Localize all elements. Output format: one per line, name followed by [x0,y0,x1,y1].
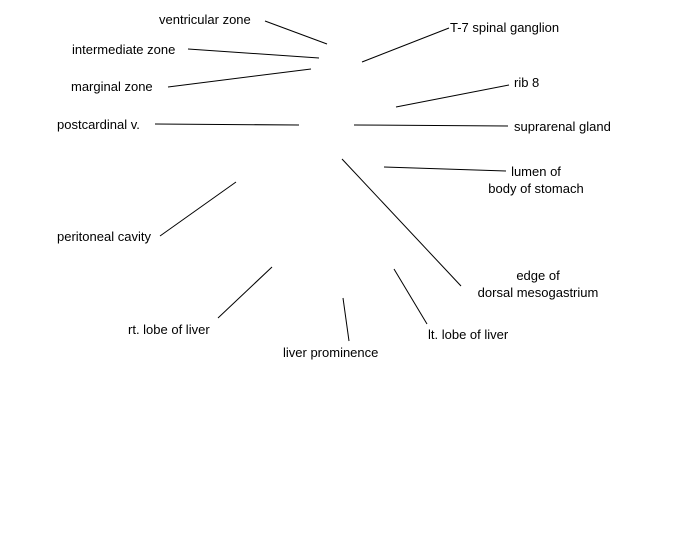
leader-lumen-of-body-of-stomach [383,166,507,172]
label-ventricular-zone: ventricular zone [159,12,251,27]
label-postcardinal-v: postcardinal v. [57,117,140,132]
label-lt-lobe-of-liver: lt. lobe of liver [428,327,509,342]
label-peritoneal-cavity: peritoneal cavity [57,229,151,244]
leader-postcardinal-v [154,123,300,126]
label-lumen-of-body-of-stomach: lumen of body of stomach [474,163,598,197]
leader-ventricular-zone [264,20,328,45]
leader-t7-spinal-ganglion [361,27,450,63]
label-lumen-of-body-of-stomach-line1: lumen of [511,164,561,179]
leader-rib-8 [395,84,510,108]
label-intermediate-zone: intermediate zone [72,42,176,57]
leader-edge-of-dorsal-mesogastrium [341,158,462,287]
label-suprarenal-gland: suprarenal gland [514,119,611,134]
label-rt-lobe-of-liver: rt. lobe of liver [128,322,210,337]
leader-marginal-zone [167,68,312,88]
label-edge-of-dorsal-mesogastrium-line1: edge of [516,268,560,283]
label-edge-of-dorsal-mesogastrium: edge of dorsal mesogastrium [453,267,623,301]
label-rib-8: rib 8 [514,75,540,90]
label-edge-of-dorsal-mesogastrium-line2: dorsal mesogastrium [477,285,599,300]
label-lumen-of-body-of-stomach-line2: body of stomach [488,181,584,196]
leader-lt-lobe-of-liver [393,268,428,325]
label-liver-prominence: liver prominence [283,345,379,360]
leader-liver-prominence [342,297,350,342]
leader-rt-lobe-of-liver [217,266,273,319]
leader-suprarenal-gland [353,124,509,127]
leader-intermediate-zone [187,48,320,59]
label-marginal-zone: marginal zone [71,79,153,94]
leader-peritoneal-cavity [159,181,237,237]
label-t7-spinal-ganglion: T-7 spinal ganglion [450,20,560,35]
